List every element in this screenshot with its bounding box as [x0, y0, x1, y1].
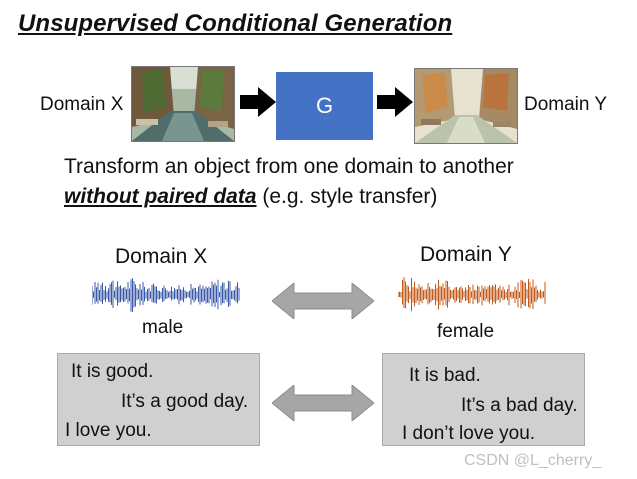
- x-sentence-2: It’s a good day.: [121, 391, 249, 412]
- y-sentence-2: It’s a bad day.: [461, 395, 578, 416]
- x-sentence-3: I love you.: [65, 420, 152, 441]
- description-emphasis: without paired data: [64, 185, 257, 208]
- audio-double-arrow: [271, 281, 375, 324]
- male-caption: male: [142, 317, 184, 338]
- domain-x-text-box: It is good. It’s a good day. I love you.: [57, 353, 260, 446]
- description-rest: (e.g. style transfer): [256, 185, 438, 208]
- domain-y-text-box: It is bad. It’s a bad day. I don’t love …: [382, 353, 585, 446]
- text-double-arrow: [271, 383, 375, 426]
- page-title: Unsupervised Conditional Generation: [18, 10, 453, 37]
- x-sentence-1: It is good.: [71, 361, 154, 382]
- female-waveform: [397, 270, 548, 325]
- audio-domain-y-label: Domain Y: [420, 243, 512, 266]
- generator-box: G: [276, 72, 373, 140]
- y-sentence-1: It is bad.: [409, 365, 481, 386]
- arrow-x-to-g: [240, 87, 276, 122]
- y-sentence-3: I don’t love you.: [402, 423, 536, 444]
- top-domain-x-label: Domain X: [40, 94, 124, 115]
- female-caption: female: [437, 321, 495, 342]
- description-line-1: Transform an object from one domain to a…: [64, 155, 514, 178]
- watermark: CSDN @L_cherry_: [464, 452, 602, 469]
- domain-y-photo: [414, 68, 518, 144]
- male-waveform: [91, 270, 242, 325]
- top-domain-y-label: Domain Y: [524, 94, 608, 115]
- audio-domain-x-label: Domain X: [115, 245, 208, 268]
- domain-x-photo: [131, 66, 235, 142]
- description-line-2: without paired data (e.g. style transfer…: [64, 185, 437, 209]
- arrow-g-to-y: [377, 87, 413, 122]
